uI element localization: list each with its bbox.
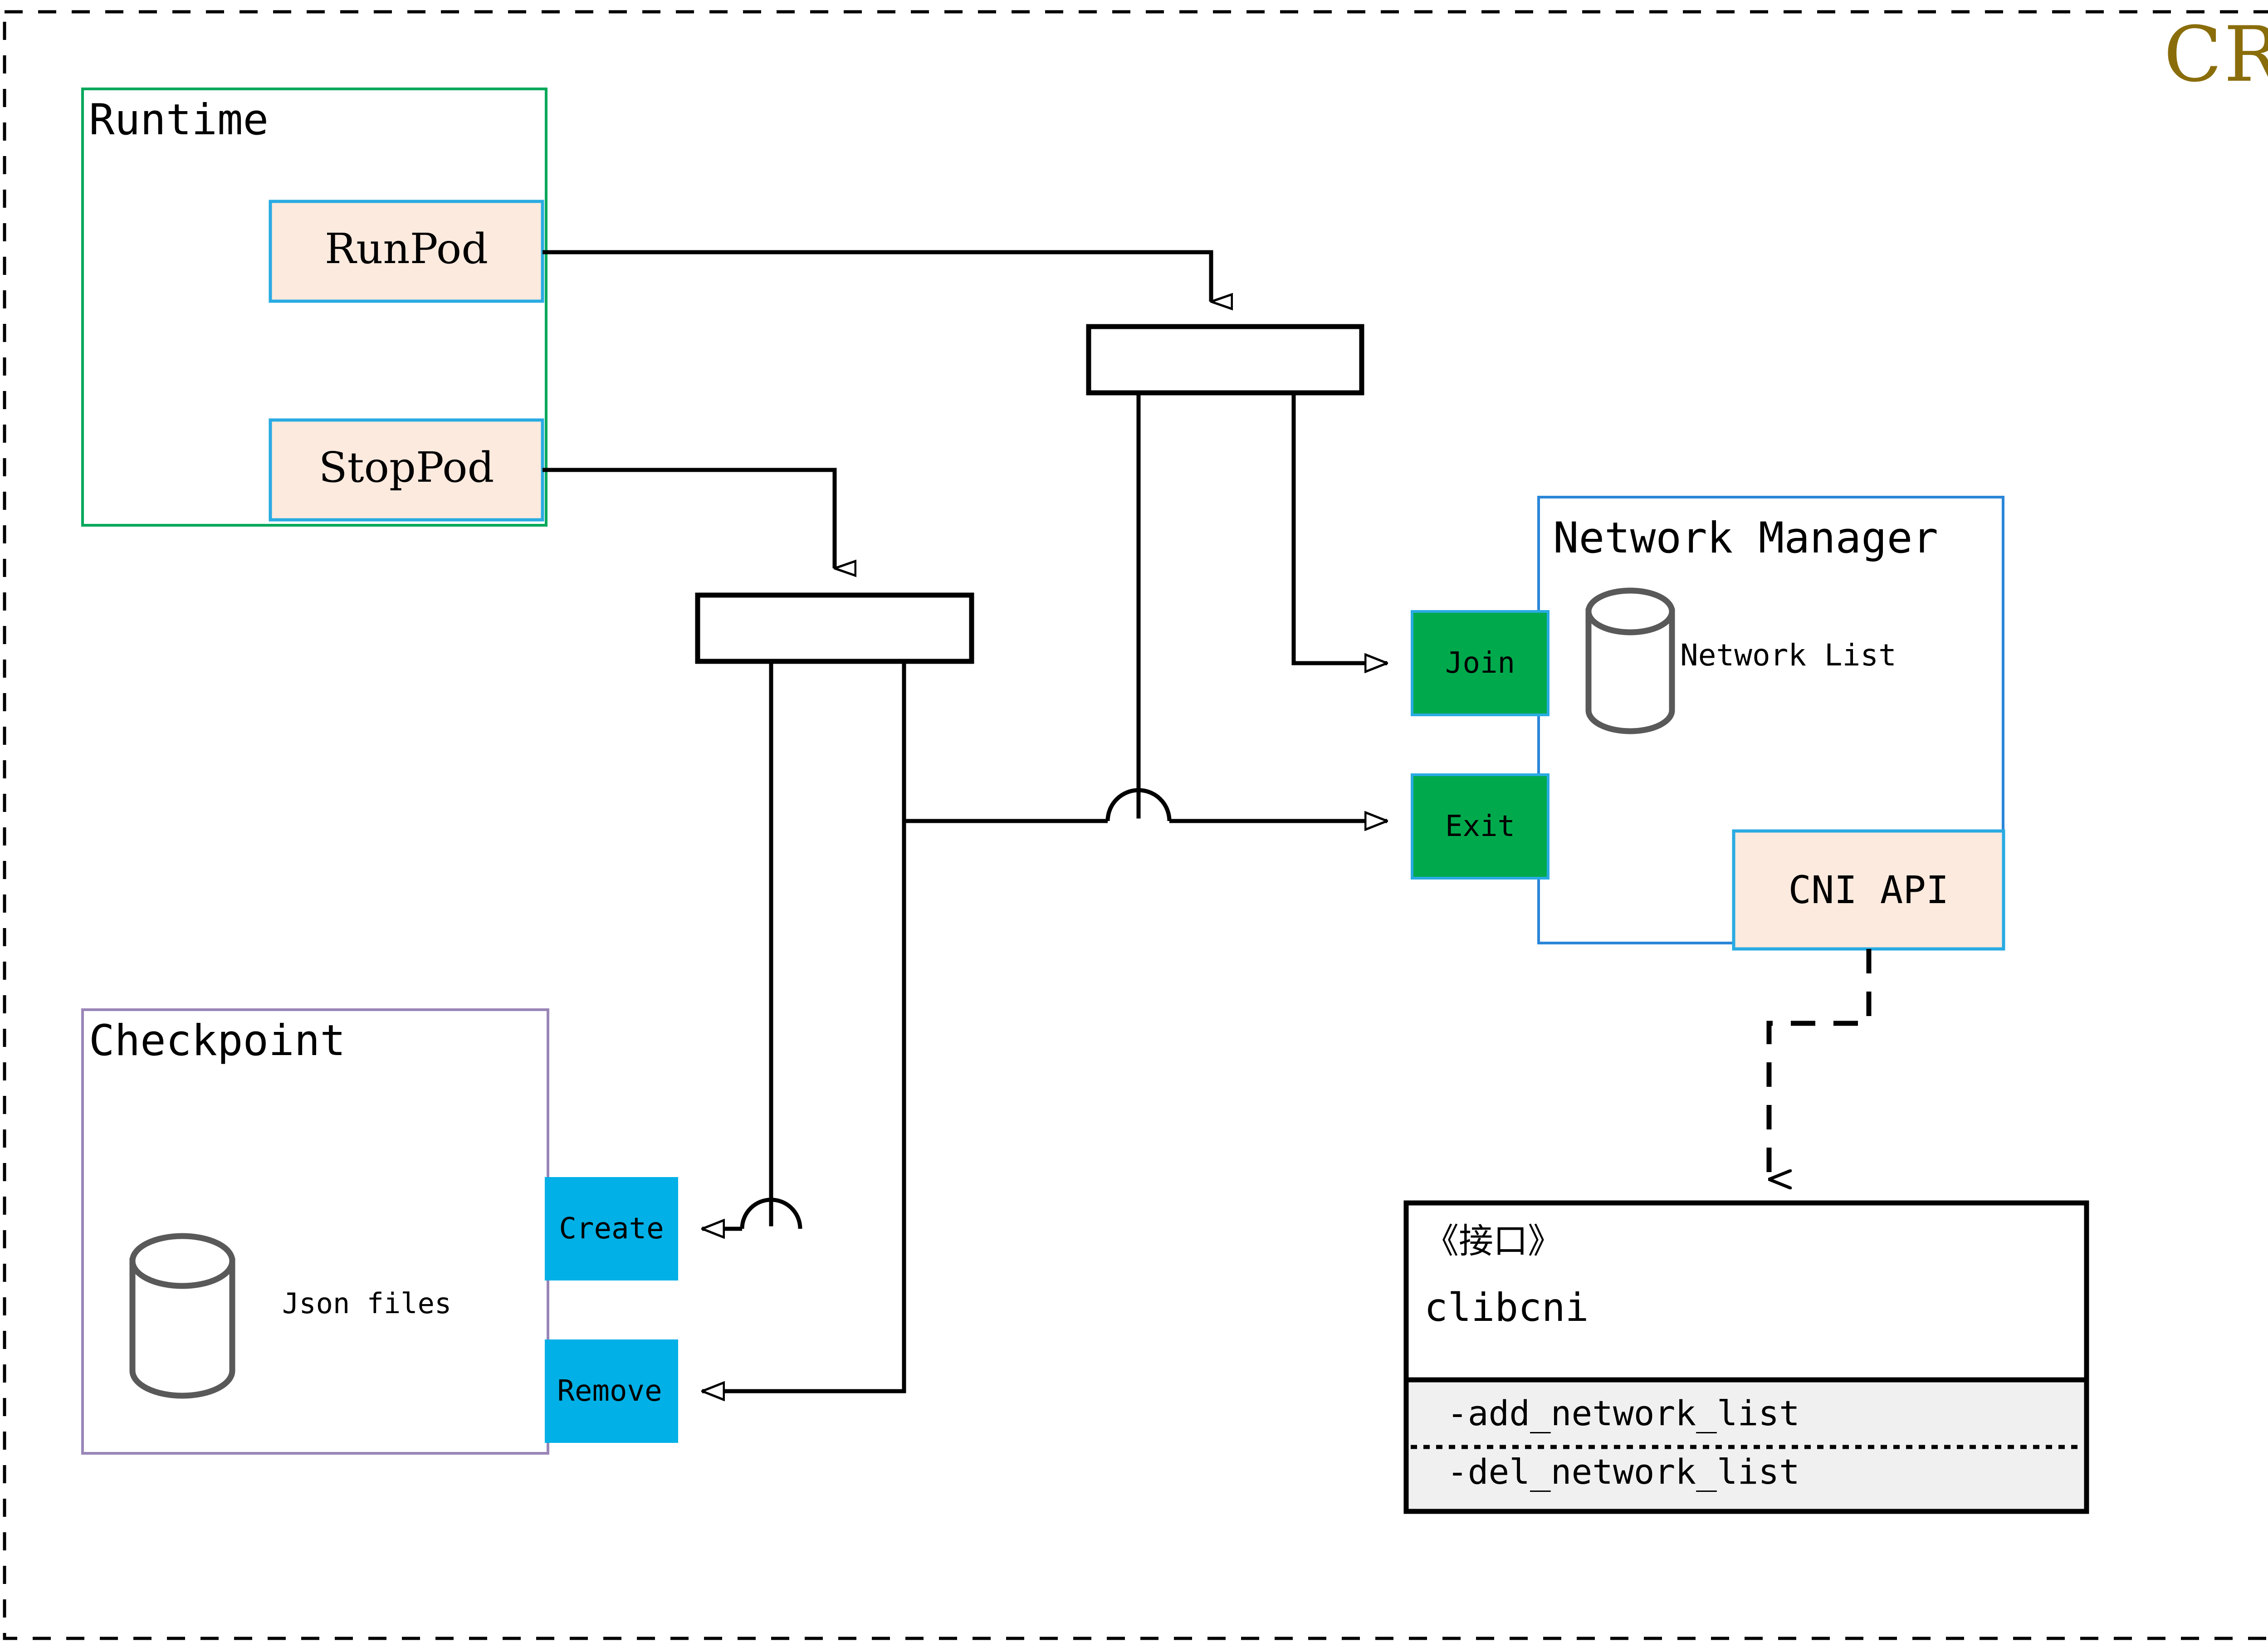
exit-port-box — [1411, 773, 1549, 880]
stoppod-fork-bar — [695, 592, 974, 664]
clibcni-stereotype: 《接口》 — [1424, 1221, 1562, 1261]
checkpoint-group-label: Checkpoint — [89, 1016, 346, 1065]
network-list-cylinder-icon — [1585, 587, 1675, 734]
connector-stoppod-to-fork — [543, 468, 835, 568]
runpod-label[interactable]: RunPod — [324, 225, 489, 273]
connector-fork-to-create — [702, 661, 773, 1229]
json-files-label: Json files — [282, 1287, 452, 1320]
network-list-label: Network List — [1680, 638, 1897, 673]
line-hop-create-arc — [740, 1197, 802, 1229]
cni-api-label[interactable]: CNI API — [1788, 868, 1949, 912]
join-port-label[interactable]: Join — [1445, 646, 1515, 680]
line-hop-exit-arc — [1105, 788, 1172, 821]
runpod-box — [269, 200, 544, 303]
connector-cniapi-to-clibcni — [1766, 949, 1872, 1179]
exit-port-label[interactable]: Exit — [1445, 810, 1515, 843]
clibcni-interface-header — [1403, 1200, 2089, 1383]
connector-fork-to-remove — [702, 661, 906, 1391]
runpod-fork-bar — [1086, 324, 1364, 396]
cni-api-box — [1732, 829, 2005, 951]
remove-port-label[interactable]: Remove — [557, 1374, 662, 1408]
runtime-group-label: Runtime — [89, 95, 269, 145]
stoppod-label[interactable]: StopPod — [318, 443, 494, 492]
page-title: CRI — [2164, 10, 2268, 99]
remove-port-box — [545, 1339, 678, 1443]
connector-runpod-to-fork — [543, 250, 1211, 302]
create-port-label[interactable]: Create — [559, 1212, 664, 1246]
json-files-cylinder-icon — [129, 1233, 235, 1399]
clibcni-method-add: -add_network_list — [1447, 1393, 1800, 1433]
create-port-box — [545, 1177, 678, 1280]
clibcni-name: clibcni — [1424, 1285, 1589, 1330]
connector-fork-to-join — [1291, 392, 1387, 663]
join-port-box — [1411, 610, 1549, 716]
clibcni-method-del: -del_network_list — [1447, 1452, 1800, 1492]
network-manager-group-label: Network Manager — [1553, 513, 1938, 563]
